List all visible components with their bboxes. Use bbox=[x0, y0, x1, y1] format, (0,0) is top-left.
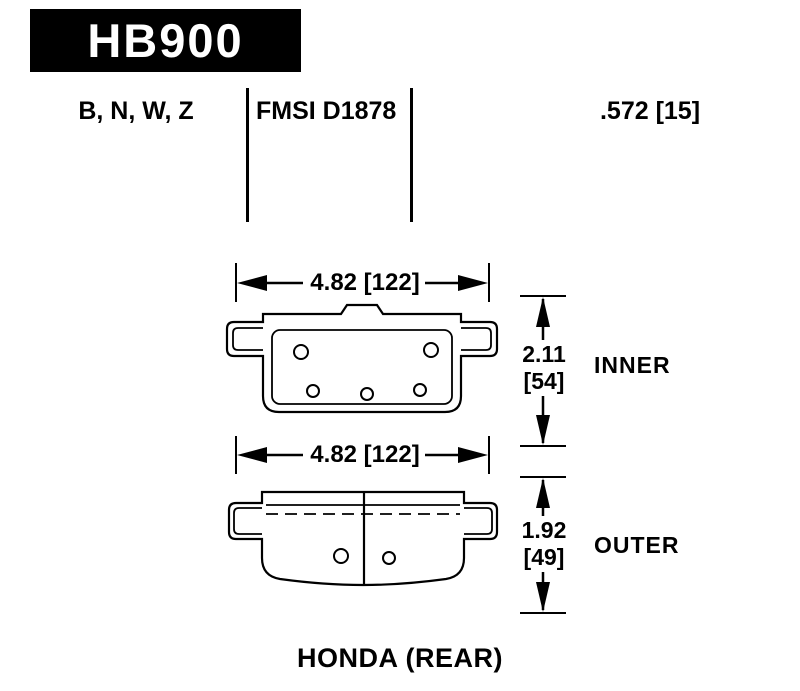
outer-pad-ear-detail-right bbox=[464, 507, 493, 535]
outer-pad-hole bbox=[333, 548, 349, 564]
inner-view-label: INNER bbox=[594, 352, 671, 378]
inner-pad-outline bbox=[225, 303, 499, 414]
inner-pad-hole bbox=[306, 384, 320, 398]
spec-divider-right bbox=[410, 88, 413, 222]
inner-pad-hole bbox=[293, 344, 309, 360]
spec-divider-left bbox=[246, 88, 249, 222]
inner-height-dimension-label: 2.11 [54] bbox=[507, 340, 581, 396]
outer-pad-drawing bbox=[227, 490, 499, 587]
outer-pad-hole bbox=[382, 551, 396, 565]
outer-width-dimension-label: 4.82 [122] bbox=[310, 441, 420, 468]
part-number-text: HB900 bbox=[87, 14, 244, 67]
application-label: HONDA (REAR) bbox=[297, 643, 503, 673]
inner-pad-ear-detail-left bbox=[232, 327, 263, 351]
inner-pad-ear-detail-right bbox=[461, 327, 492, 351]
inner-pad-hole bbox=[413, 383, 427, 397]
part-number-plate: HB900 bbox=[30, 9, 301, 72]
outer-height-dimension-label: 1.92 [49] bbox=[507, 516, 581, 572]
outer-height-inches: 1.92 bbox=[521, 517, 567, 543]
inner-pad-drawing bbox=[225, 303, 499, 414]
inner-width-dimension-label: 4.82 [122] bbox=[310, 269, 420, 296]
inner-height-millimeters: [54] bbox=[523, 368, 565, 394]
inner-height-inches: 2.11 bbox=[522, 341, 566, 367]
outer-pad-ear-detail-left bbox=[233, 507, 262, 535]
inner-pad-friction-outline bbox=[271, 329, 453, 405]
inner-pad-hole bbox=[423, 342, 439, 358]
fmsi-number-text: FMSI D1878 bbox=[256, 97, 397, 125]
outer-height-millimeters: [49] bbox=[523, 544, 565, 570]
outer-view-label: OUTER bbox=[594, 532, 680, 558]
inner-pad-hole bbox=[360, 387, 374, 401]
inner-width-dimension bbox=[235, 263, 490, 302]
compound-codes-text: B, N, W, Z bbox=[78, 97, 194, 125]
outer-width-dimension bbox=[235, 436, 490, 474]
pad-thickness-text: .572 [15] bbox=[599, 97, 701, 125]
